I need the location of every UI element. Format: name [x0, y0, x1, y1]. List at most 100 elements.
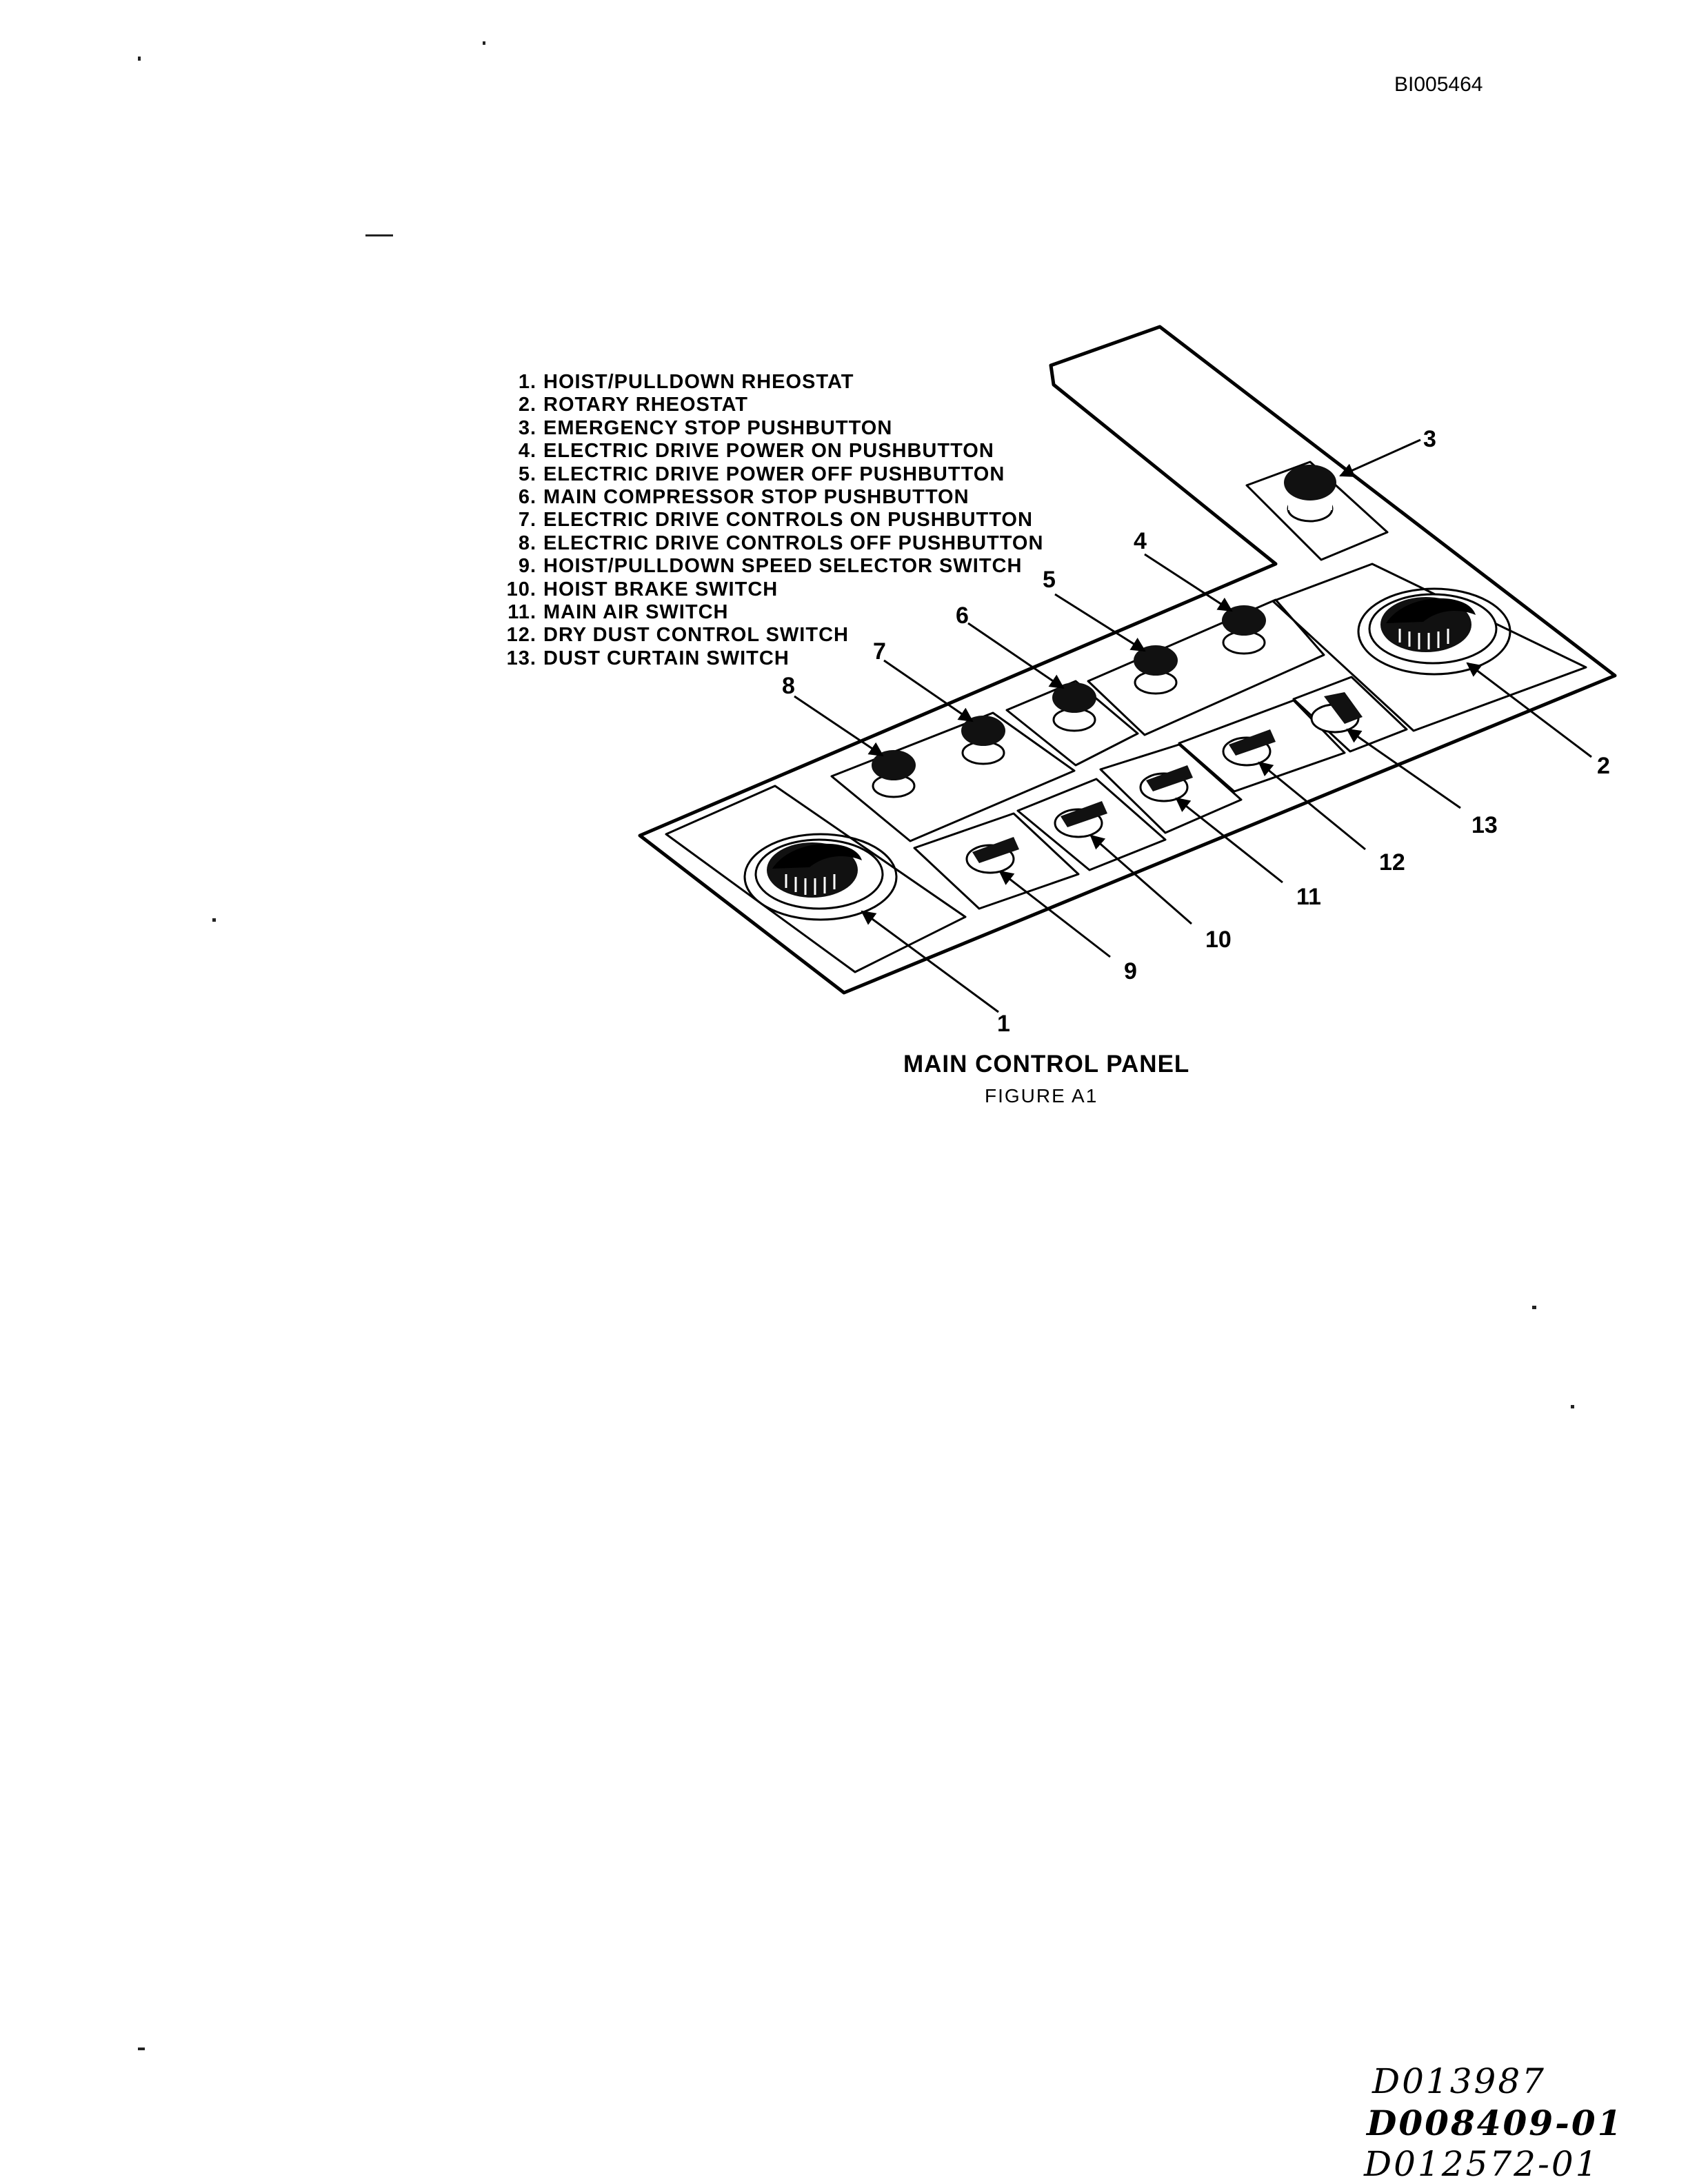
- leader-13: [1346, 728, 1461, 809]
- scan-speck: [365, 234, 393, 236]
- leader-11: [1175, 797, 1283, 884]
- legend-label: ELECTRIC DRIVE POWER OFF PUSHBUTTON: [543, 463, 1005, 485]
- legend-item: 12. DRY DUST CONTROL SWITCH: [498, 624, 1043, 647]
- legend-item: 1.HOIST/PULLDOWN RHEOSTAT: [498, 371, 1043, 394]
- legend-item: 13. DUST CURTAIN SWITCH: [498, 647, 1043, 670]
- power-on-pushbutton[interactable]: [1222, 605, 1266, 655]
- legend-label: ELECTRIC DRIVE POWER ON PUSHBUTTON: [543, 440, 994, 463]
- main-air-switch[interactable]: [1139, 765, 1193, 802]
- controls-buttons-subpanel: [830, 711, 1076, 842]
- legend-label: ELECTRIC DRIVE CONTROLS OFF PUSHBUTTON: [543, 532, 1044, 554]
- dry-dust-control-switch[interactable]: [1222, 729, 1276, 767]
- legend-number: 8.: [518, 532, 536, 554]
- power-off-pushbutton[interactable]: [1134, 645, 1178, 695]
- handwritten-note: D008409-01: [1367, 2103, 1624, 2143]
- legend-number: 6.: [518, 486, 536, 509]
- dust-curtain-switch[interactable]: [1310, 692, 1363, 734]
- legend-number: 12.: [506, 624, 536, 647]
- scan-speck: [483, 41, 485, 45]
- callout-3: 3: [1423, 426, 1436, 452]
- hoist-brake-switch[interactable]: [1054, 801, 1107, 838]
- power-buttons-subpanel: [1087, 598, 1325, 736]
- callout-12: 12: [1379, 849, 1405, 876]
- leader-6: [967, 622, 1065, 689]
- callout-9: 9: [1124, 958, 1137, 984]
- callout-4: 4: [1134, 528, 1147, 554]
- handwritten-note: D013987: [1372, 2061, 1546, 2101]
- component-legend: 1.HOIST/PULLDOWN RHEOSTAT 2. ROTARY RHEOS…: [498, 371, 1043, 670]
- scan-speck: [138, 2048, 145, 2050]
- compressor-stop-subpanel: [1005, 680, 1139, 767]
- legend-number: 2.: [518, 394, 536, 416]
- legend-item: 6. MAIN COMPRESSOR STOP PUSHBUTTON: [498, 486, 1043, 509]
- legend-label: HOIST/PULLDOWN RHEOSTAT: [543, 371, 854, 393]
- legend-label: HOIST BRAKE SWITCH: [543, 578, 778, 600]
- leader-12: [1258, 761, 1366, 851]
- legend-item: 9.HOIST/PULLDOWN SPEED SELECTOR SWITCH: [498, 555, 1043, 578]
- hoist-pulldown-rheostat[interactable]: [743, 833, 898, 921]
- legend-number: 11.: [508, 601, 536, 624]
- callout-11: 11: [1296, 884, 1321, 910]
- legend-number: 3.: [518, 416, 536, 439]
- emergency-stop-subpanel: [1245, 461, 1389, 561]
- leader-8: [794, 695, 884, 757]
- scan-speck: [138, 57, 141, 61]
- compressor-stop-pushbutton[interactable]: [1052, 682, 1096, 732]
- leader-lines: [794, 438, 1592, 1013]
- controls-on-pushbutton[interactable]: [961, 716, 1005, 765]
- rotary-rheostat[interactable]: [1357, 587, 1511, 676]
- legend-item: 4. ELECTRIC DRIVE POWER ON PUSHBUTTON: [498, 440, 1043, 463]
- hoist-brake-subpanel: [1016, 778, 1167, 871]
- legend-item: 3. EMERGENCY STOP PUSHBUTTON: [498, 417, 1043, 440]
- callout-2: 2: [1597, 753, 1610, 779]
- callout-6: 6: [956, 603, 969, 629]
- main-air-subpanel: [1099, 743, 1243, 834]
- legend-label: MAIN COMPRESSOR STOP PUSHBUTTON: [543, 486, 969, 509]
- leader-3: [1339, 438, 1421, 477]
- callout-13: 13: [1471, 812, 1498, 838]
- callout-10: 10: [1205, 927, 1232, 953]
- legend-number: 7.: [518, 509, 536, 532]
- dry-dust-subpanel: [1178, 699, 1346, 793]
- sub-panels: [665, 461, 1587, 973]
- legend-label: ROTARY RHEOSTAT: [543, 394, 748, 416]
- legend-item: 2. ROTARY RHEOSTAT: [498, 394, 1043, 416]
- dust-curtain-subpanel: [1292, 676, 1408, 753]
- leader-4: [1144, 553, 1233, 612]
- figure-caption: FIGURE A1: [985, 1085, 1098, 1106]
- emergency-stop-pushbutton[interactable]: [1284, 465, 1336, 523]
- legend-label: HOIST/PULLDOWN SPEED SELECTOR SWITCH: [543, 555, 1023, 578]
- legend-item: 5. ELECTRIC DRIVE POWER OFF PUSHBUTTON: [498, 463, 1043, 486]
- speed-selector-subpanel: [913, 812, 1080, 910]
- legend-item: 10.HOIST BRAKE SWITCH: [498, 578, 1043, 601]
- leader-1: [861, 910, 999, 1013]
- rotary-rheostat-subpanel: [1272, 563, 1587, 732]
- callout-8: 8: [782, 673, 795, 699]
- leader-7: [883, 659, 974, 722]
- legend-label: EMERGENCY STOP PUSHBUTTON: [543, 416, 893, 439]
- legend-number: 5.: [518, 463, 536, 485]
- leader-10: [1089, 834, 1192, 925]
- legend-label: DRY DUST CONTROL SWITCH: [543, 624, 849, 647]
- legend-number: 13.: [506, 647, 536, 669]
- callout-1: 1: [997, 1011, 1010, 1037]
- legend-number: 4.: [518, 440, 536, 463]
- document-id: BI005464: [1394, 73, 1483, 96]
- panel-outline: [638, 325, 1617, 995]
- callout-5: 5: [1043, 567, 1056, 593]
- legend-item: 7.ELECTRIC DRIVE CONTROLS ON PUSHBUTTON: [498, 509, 1043, 532]
- handwritten-note: D012572-01: [1364, 2144, 1600, 2184]
- figure-title: MAIN CONTROL PANEL: [903, 1051, 1190, 1078]
- scan-speck: [1532, 1306, 1536, 1309]
- callout-numbers: 1 2 3 4 5 6 7 8 9 10 11 12 13: [782, 426, 1610, 1037]
- callout-7: 7: [873, 638, 886, 665]
- controls-off-pushbutton[interactable]: [872, 750, 916, 798]
- speed-selector-switch[interactable]: [965, 837, 1019, 874]
- legend-label: DUST CURTAIN SWITCH: [543, 647, 790, 669]
- legend-item: 8. ELECTRIC DRIVE CONTROLS OFF PUSHBUTTON: [498, 532, 1043, 555]
- hoist-rheostat-subpanel: [665, 785, 967, 973]
- leader-2: [1466, 662, 1592, 758]
- scan-speck: [212, 918, 216, 922]
- leader-9: [998, 870, 1111, 958]
